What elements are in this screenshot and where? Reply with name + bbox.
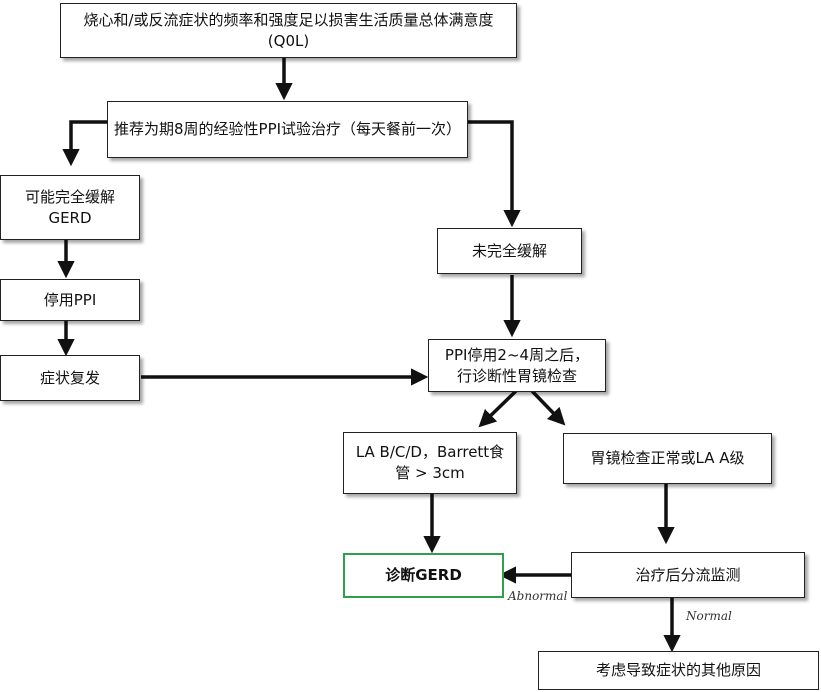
other-causes-text: 考虑导致症状的其他原因	[595, 661, 761, 679]
diagnose-gerd-text: 诊断GERD	[385, 566, 462, 584]
arrow-endoscopy-to-la	[478, 389, 518, 428]
endoscopy-text: PPI停用2~4周之后，行诊断性胃镜检查	[444, 345, 590, 385]
symptom-recur-box: 症状复发	[0, 355, 140, 401]
reflux-monitor-text: 治疗后分流监测	[635, 565, 741, 584]
la-bcd-text: LA B/C/D，Barrett食管 > 3cm	[355, 443, 505, 482]
reflux-monitor-box: 治疗后分流监测	[571, 552, 805, 598]
abnormal-edge-label: Abnormal	[508, 589, 568, 603]
la-bcd-box: LA B/C/D，Barrett食管 > 3cm	[343, 432, 517, 494]
possible-gerd-box: 可能完全缓解GERD	[0, 175, 140, 240]
arrow-trial-to-notresolved	[468, 120, 521, 228]
heartburn-qol-box: 烧心和/或反流症状的频率和强度足以损害生活质量总体满意度 (Q0L)	[60, 3, 517, 58]
endoscopy-box: PPI停用2~4周之后，行诊断性胃镜检查	[428, 339, 606, 392]
heartburn-qol-text: 烧心和/或反流症状的频率和强度足以损害生活质量总体满意度 (Q0L)	[83, 10, 494, 50]
ppi-trial-text: 推荐为期8周的经验性PPI试验治疗（每天餐前一次）	[114, 120, 462, 138]
stop-ppi-box: 停用PPI	[0, 279, 140, 321]
endoscopy-normal-box: 胃镜检查正常或LA A级	[563, 433, 772, 484]
ppi-trial-box: 推荐为期8周的经验性PPI试验治疗（每天餐前一次）	[107, 101, 468, 158]
arrow-endoscopy-to-normal	[530, 389, 566, 426]
possible-gerd-text: 可能完全缓解GERD	[24, 187, 115, 227]
normal-edge-label: Normal	[686, 609, 732, 623]
stop-ppi-text: 停用PPI	[43, 290, 97, 309]
endoscopy-normal-text: 胃镜检查正常或LA A级	[590, 449, 745, 467]
not-resolved-text: 未完全缓解	[471, 241, 547, 260]
not-resolved-box: 未完全缓解	[437, 228, 582, 274]
symptom-recur-text: 症状复发	[39, 368, 100, 387]
other-causes-box: 考虑导致症状的其他原因	[538, 651, 819, 690]
diagnose-gerd-box: 诊断GERD	[343, 553, 504, 598]
arrow-trial-to-possible	[62, 120, 107, 167]
